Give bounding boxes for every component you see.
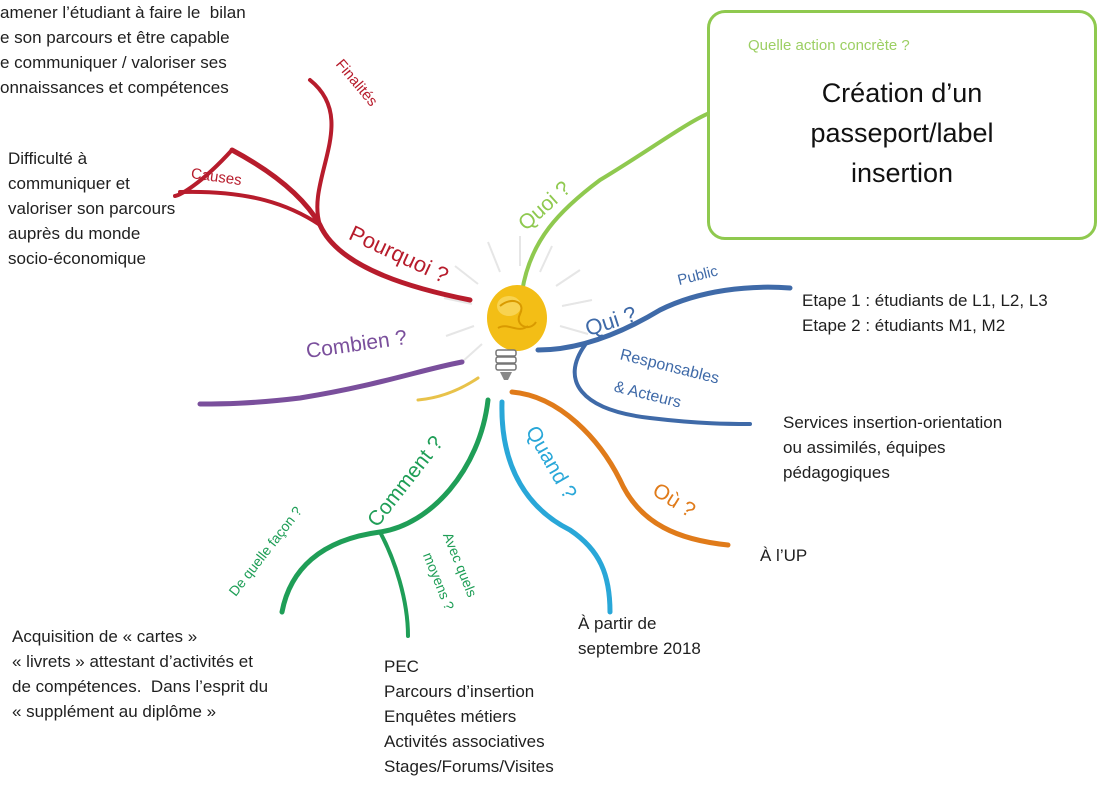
action-box: Quelle action concrète ? Création d’un p… (707, 10, 1097, 240)
yellow-connector-line (416, 376, 480, 402)
quand-text: À partir de septembre 2018 (578, 614, 701, 658)
qui-branch-line (535, 284, 793, 353)
ou-branch-line (509, 389, 731, 548)
quoi-branch-line (520, 110, 714, 294)
causes-line-extension (178, 189, 322, 227)
ou-text: À l’UP (760, 546, 808, 565)
box-question: Quelle action concrète ? (748, 37, 910, 54)
causes-branch-line (173, 148, 234, 198)
combien-branch-line (197, 359, 465, 407)
causes-text: Difficulté à communiquer et valoriser so… (8, 149, 176, 268)
pourquoi-branch-line (229, 147, 473, 303)
facon-text: Acquisition de « cartes » « livrets » at… (12, 627, 269, 721)
responsables-branch-line (572, 343, 752, 426)
responsables-text: Services insertion-orientation ou assimi… (783, 413, 1003, 482)
quand-branch-line (499, 399, 613, 615)
light-rays (443, 236, 593, 363)
finalites-branch-line (308, 78, 334, 227)
finalites-text: amener l’étudiant à faire le bilan e son… (0, 3, 246, 97)
moyens-text: PEC Parcours d’insertion Enquêtes métier… (384, 657, 554, 776)
public-text: Etape 1 : étudiants de L1, L2, L3 Etape … (802, 291, 1048, 335)
moyens-branch-line (378, 530, 410, 638)
lightbulb-icon (487, 285, 547, 380)
box-answer: Création d’un passeport/label insertion (810, 78, 994, 188)
